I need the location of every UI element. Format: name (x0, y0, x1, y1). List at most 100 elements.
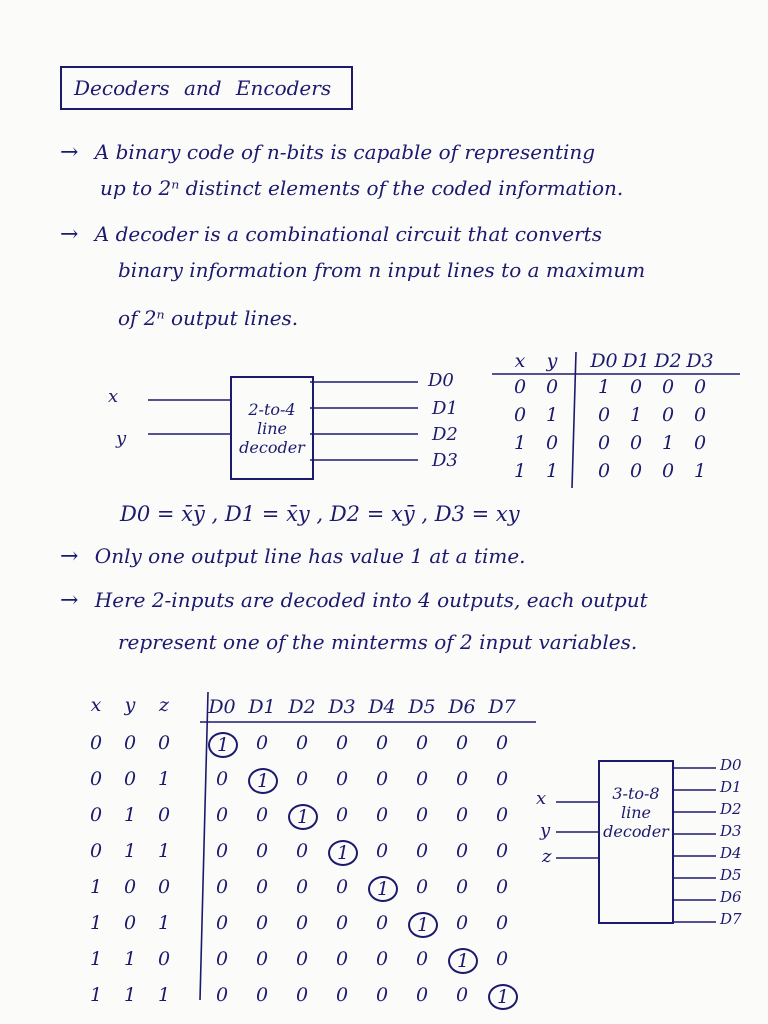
t3-r3-in0: 0 (89, 840, 103, 862)
t3-r0-d4: 0 (375, 732, 389, 754)
t3-r3-d0: 0 (215, 840, 229, 862)
t3-hdr-d2: D2 (288, 696, 316, 718)
t3-r0-d0: 1 (208, 732, 238, 758)
t3-hdr-x: x (90, 694, 102, 716)
t2-r1-d3: 0 (693, 404, 707, 426)
t3-r6-in1: 1 (123, 948, 137, 970)
t3-r6-d2: 0 (295, 948, 309, 970)
t3-r7-d0: 0 (215, 984, 229, 1006)
decoder2-wires (148, 381, 418, 461)
t3-grid-lines (199, 692, 536, 1001)
t3-r0-in0: 0 (89, 732, 103, 754)
eq-d2-lhs: , D2 = (316, 502, 385, 526)
eq-d1-lhs: , D1 = (211, 502, 280, 526)
t3-r0-in1: 0 (123, 732, 137, 754)
decoder3-output-d6: D6 (720, 888, 742, 906)
t3-r6-d5: 0 (415, 948, 429, 970)
t2-r2-y: 0 (545, 432, 559, 454)
t3-r6-d7: 0 (495, 948, 509, 970)
t3-r4-d0: 0 (215, 876, 229, 898)
t3-r6-d6: 1 (448, 948, 478, 974)
t3-r0-in2: 0 (157, 732, 171, 754)
decoder2-output-d2: D2 (432, 424, 458, 445)
decoder3-input-x: x (536, 788, 547, 809)
t2-r2-d2: 1 (661, 432, 675, 454)
t3-r1-in2: 1 (157, 768, 171, 790)
t3-r1-d1: 1 (248, 768, 278, 794)
bullet-1-line-2: up to 2ⁿ distinct elements of the coded … (100, 176, 624, 200)
t3-r5-d6: 0 (455, 912, 469, 934)
equations-line: D0 = x̄ȳ , D1 = x̄y , D2 = xȳ , D3 = x… (120, 502, 520, 526)
eq-d2-rhs: xȳ (391, 502, 415, 526)
t3-r4-d3: 0 (335, 876, 349, 898)
t3-r3-in2: 1 (157, 840, 171, 862)
eq-d3-lhs: , D3 = (421, 502, 490, 526)
t2-hdr-d2: D2 (654, 350, 682, 372)
t3-hdr-z: z (158, 694, 169, 716)
t3-r3-d1: 0 (255, 840, 269, 862)
t3-hdr-y: y (124, 694, 136, 716)
t3-r5-d5: 1 (408, 912, 438, 938)
t2-r0-d0: 1 (597, 376, 611, 398)
t3-r1-d3: 0 (335, 768, 349, 790)
t3-r3-d6: 0 (455, 840, 469, 862)
t3-r7-d6: 0 (455, 984, 469, 1006)
t3-r7-in0: 1 (89, 984, 103, 1006)
note-2-line-1: → Here 2-inputs are decoded into 4 outpu… (60, 588, 648, 613)
t3-r5-in1: 0 (123, 912, 137, 934)
t3-r6-in0: 1 (89, 948, 103, 970)
eq-d0-rhs: x̄ȳ (181, 502, 205, 526)
t2-r2-d3: 0 (693, 432, 707, 454)
t3-r3-in1: 1 (123, 840, 137, 862)
decoder3-label-3: decoder (603, 822, 669, 841)
t3-r2-d0: 0 (215, 804, 229, 826)
t3-r5-in0: 1 (89, 912, 103, 934)
page-title: Decoders and Encoders (60, 66, 354, 110)
decoder3-output-d2: D2 (720, 800, 742, 818)
t3-r2-d3: 0 (335, 804, 349, 826)
note-2-text-1: Here 2-inputs are decoded into 4 outputs… (94, 588, 648, 612)
decoder3-wires (556, 767, 716, 923)
t3-r7-d7: 1 (488, 984, 518, 1010)
t3-hdr-d0: D0 (208, 696, 236, 718)
decoder2-output-d1: D1 (432, 398, 458, 419)
t2-r2-x: 1 (513, 432, 527, 454)
t3-r2-d1: 0 (255, 804, 269, 826)
decoder2-input-x: x (108, 386, 119, 407)
t3-r6-in2: 0 (157, 948, 171, 970)
t3-r4-d4: 1 (368, 876, 398, 902)
t3-r7-in1: 1 (123, 984, 137, 1006)
decoder3-block: 3-to-8 line decoder (598, 760, 674, 924)
title-word-and: and (183, 76, 222, 100)
t3-r1-d7: 0 (495, 768, 509, 790)
t3-r2-d6: 0 (455, 804, 469, 826)
t2-r1-x: 0 (513, 404, 527, 426)
decoder2-output-d0: D0 (428, 370, 454, 391)
decoder2-label-1: 2-to-4 (248, 400, 296, 419)
t2-r3-y: 1 (545, 460, 559, 482)
t3-r4-d5: 0 (415, 876, 429, 898)
t2-r1-d2: 0 (661, 404, 675, 426)
t3-r6-d1: 0 (255, 948, 269, 970)
t2-hdr-d1: D1 (622, 350, 650, 372)
t3-r7-d4: 0 (375, 984, 389, 1006)
decoder3-output-d1: D1 (720, 778, 742, 796)
t3-r1-in0: 0 (89, 768, 103, 790)
t3-r4-in0: 1 (89, 876, 103, 898)
t3-hdr-d4: D4 (368, 696, 396, 718)
t2-hdr-d3: D3 (686, 350, 714, 372)
bullet-1-text-1: A binary code of n-bits is capable of re… (94, 140, 596, 164)
t3-r0-d5: 0 (415, 732, 429, 754)
arrow-icon: → (60, 222, 79, 247)
eq-d0-lhs: D0 = (120, 502, 175, 526)
t3-r4-in1: 0 (123, 876, 137, 898)
t3-r2-d7: 0 (495, 804, 509, 826)
t3-r7-d2: 0 (295, 984, 309, 1006)
t3-r1-d5: 0 (415, 768, 429, 790)
bullet-1-line-1: → A binary code of n-bits is capable of … (60, 140, 595, 165)
decoder3-output-d4: D4 (720, 844, 742, 862)
decoder3-label-2: line (620, 803, 651, 822)
t3-r2-d4: 0 (375, 804, 389, 826)
bullet-2-line-3: of 2ⁿ output lines. (118, 306, 299, 330)
t3-r2-in0: 0 (89, 804, 103, 826)
